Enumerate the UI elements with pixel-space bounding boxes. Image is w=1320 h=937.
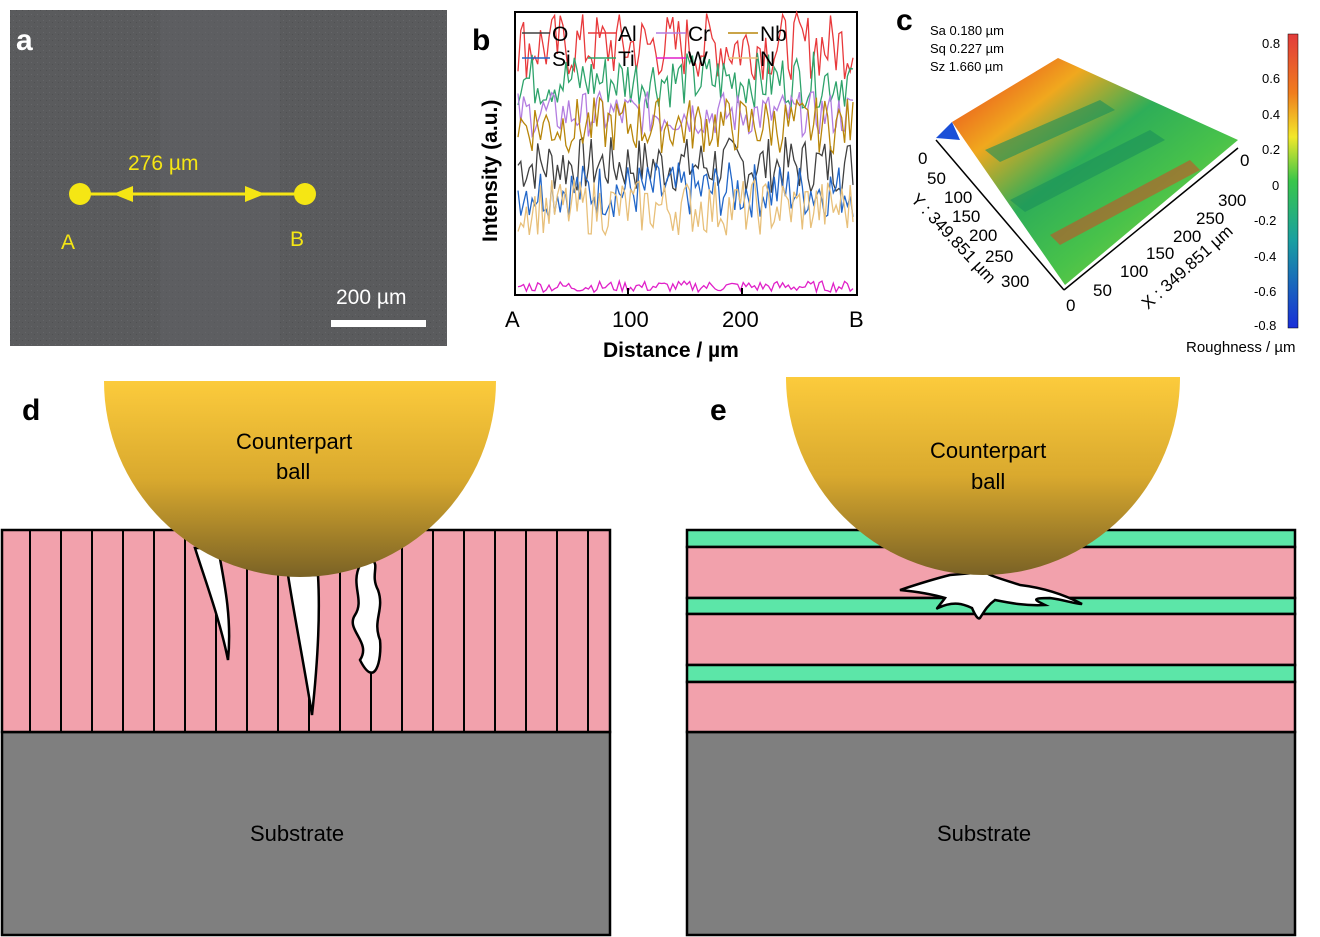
panel-b: b O Si Al Ti Cr W Nb N A 100 200 B Dista… [472,9,864,362]
y-tick-100: 100 [944,188,972,207]
point-a-label: A [61,231,75,254]
plot-frame [514,11,858,296]
layer-pink [685,612,1297,667]
colorbar [1287,33,1299,329]
ball-label-line2: ball [971,469,1005,494]
panel-e: e Substrate Counterpart ball [685,377,1297,937]
colorbar-tick: -0.6 [1254,284,1276,299]
substrate-block [0,730,612,937]
panel-label-e: e [710,394,727,427]
panel-c: c Sa 0.180 µm Sq 0.227 µm Sz 1.660 µm 0 … [896,4,1299,356]
legend: O Si Al Ti Cr W Nb N [522,23,787,71]
ball-label-line1: Counterpart [930,438,1046,463]
crack [193,546,231,661]
series-line-al [517,9,854,81]
crack [351,558,382,674]
x-tick-label-b: B [849,307,864,332]
colorbar-tick: 0 [1272,178,1279,193]
legend-al: Al [618,23,637,46]
scale-bar-label: 200 µm [336,286,406,309]
colorbar-tick: -0.4 [1254,249,1276,264]
counterpart-ball [786,377,1180,575]
crack [899,570,1083,620]
series-line-si [517,161,854,219]
x-tick-250: 250 [1196,209,1224,228]
y-tick-300: 300 [1001,272,1029,291]
x-axis-title: Distance / µm [603,339,739,362]
x-axis-3d [1063,147,1239,291]
legend-cr: Cr [688,23,710,46]
panel-label-b: b [472,24,490,57]
counterpart-ball [104,381,496,577]
x-tick-0: 0 [1066,296,1075,315]
x-tick-150: 150 [1146,244,1174,263]
y-tick-50: 50 [927,169,946,188]
layer-pink [685,680,1297,734]
legend-nb: Nb [760,23,787,46]
arrow-left-icon [113,186,133,202]
ball-label-line2: ball [276,459,310,484]
y-tick-150: 150 [952,207,980,226]
legend-w: W [688,48,708,71]
wear-track-band [160,10,280,346]
colorbar-tick: 0.4 [1262,107,1280,122]
surface-stripe [985,100,1115,162]
series-line-n [517,177,854,237]
ball-label-line1: Counterpart [236,429,352,454]
arrow-right-icon [245,186,265,202]
stat-sa: Sa 0.180 µm [930,23,1004,38]
panel-label-a: a [16,24,33,57]
legend-o: O [552,23,568,46]
legend-n: N [760,48,775,71]
legend-si: Si [552,48,571,71]
y-axis-3d [935,139,1065,291]
colorbar-tick: 0.2 [1262,142,1280,157]
x-tick-label-a: A [505,307,520,332]
panel-d: d Substrate Counterpart ball [0,381,612,937]
stat-sz: Sz 1.660 µm [930,59,1003,74]
layer-green [685,663,1297,684]
x-tick-200: 200 [1173,227,1201,246]
scale-bar [331,320,426,327]
y-tick-250: 250 [985,247,1013,266]
point-b-marker [294,183,316,205]
substrate-label: Substrate [937,821,1031,846]
surface-stripe [1010,130,1165,212]
series-lines [517,9,854,295]
point-a-marker [69,183,91,205]
colorbar-tick: -0.8 [1254,318,1276,333]
x-tick-label-100: 100 [612,307,649,332]
y-axis-title: Intensity (a.u.) [479,100,502,242]
x-tick-300: 300 [1218,191,1246,210]
series-line-nb [517,96,854,156]
surface-stripe [1050,160,1200,245]
y-tick-0: 0 [918,149,927,168]
panel-label-d: d [22,394,40,427]
distance-label: 276 µm [128,152,198,175]
x-tick-100: 100 [1120,262,1148,281]
series-line-w [517,278,854,295]
substrate-label: Substrate [250,821,344,846]
y-tick-200: 200 [969,226,997,245]
series-line-ti [517,51,854,109]
colorbar-label: Roughness / µm [1186,339,1296,356]
legend-ti: Ti [618,48,635,71]
crack [286,573,320,716]
surface-edge-blue [936,122,960,140]
sem-image [10,10,447,346]
point-b-label: B [290,228,304,251]
colorbar-tick: 0.6 [1262,71,1280,86]
stat-sq: Sq 0.227 µm [930,41,1004,56]
substrate-block [685,730,1297,937]
panel-label-c: c [896,4,913,37]
panel-a: 276 µm A B 200 µm a [10,10,447,346]
x-tick-label-200: 200 [722,307,759,332]
colorbar-tick: 0.8 [1262,36,1280,51]
colorbar-tick: -0.2 [1254,213,1276,228]
x-tick-50: 50 [1093,281,1112,300]
x-tick-origin: 0 [1240,151,1249,170]
